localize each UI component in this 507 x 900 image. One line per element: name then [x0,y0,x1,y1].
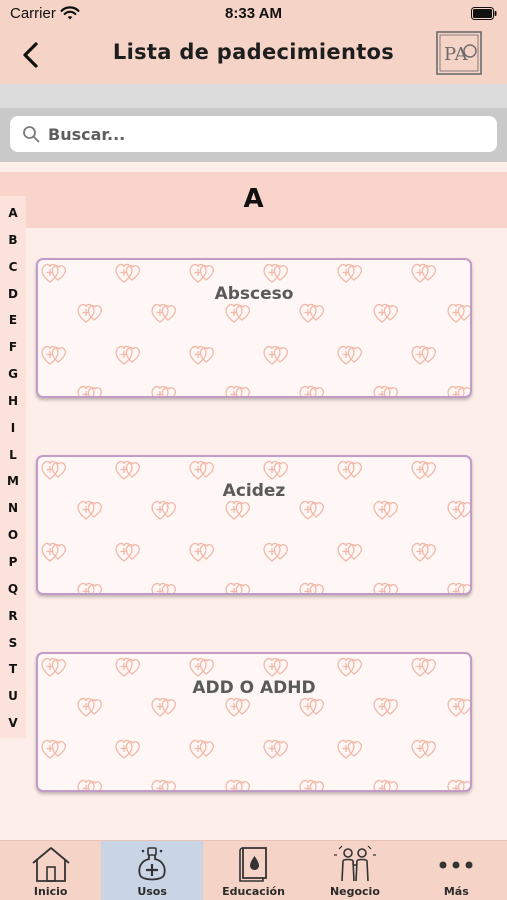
page-title: Lista de padecimientos [112,40,395,64]
index-letter-q[interactable]: Q [7,581,19,596]
index-letter-l[interactable]: L [9,447,17,462]
search-box[interactable] [10,116,497,152]
section-header: A [0,172,507,228]
index-letter-s[interactable]: S [8,635,18,650]
battery-icon [471,7,497,20]
index-letter-b[interactable]: B [8,232,18,247]
index-letter-v[interactable]: V [8,716,18,731]
status-time: 8:33 AM [225,5,282,22]
more-icon [439,861,473,869]
tab-label: Educación [222,885,285,898]
brand-logo[interactable]: PA [436,31,482,75]
condition-label: Acidez [222,481,286,501]
index-letter-o[interactable]: O [7,528,19,543]
condition-label: Absceso [214,284,294,304]
search-icon [23,126,40,143]
index-letter-u[interactable]: U [8,689,18,704]
nav-bar: Lista de padecimientos PA [0,28,507,84]
condition-label: ADD O ADHD [192,678,316,698]
index-letter-c[interactable]: C [8,259,18,274]
index-letter-m[interactable]: M [7,474,19,489]
logo-text: PA [444,44,468,65]
tab-mas[interactable]: Más [406,841,507,900]
tab-usos[interactable]: Usos [101,841,203,900]
index-letter-r[interactable]: R [8,608,18,623]
status-bar: Carrier 8:33 AM [0,0,507,28]
heart-pattern-background [38,457,470,593]
condition-card-add-adhd[interactable]: ADD O ADHD [36,652,472,792]
tab-bar: Inicio Usos Educación Negocio [0,840,507,900]
tab-inicio[interactable]: Inicio [0,841,101,900]
index-letter-h[interactable]: H [7,393,19,408]
search-area [0,108,507,162]
chevron-left-icon [23,42,38,68]
book-icon [238,847,267,882]
index-letter-a[interactable]: A [8,206,18,220]
back-button[interactable] [14,38,48,72]
index-letter-t[interactable]: T [8,662,18,677]
tab-educacion[interactable]: Educación [203,841,304,900]
divider-strip [0,84,507,108]
index-letter-i[interactable]: I [10,420,16,435]
wifi-icon [60,6,80,20]
index-letter-d[interactable]: D [8,286,18,301]
search-input[interactable] [48,124,468,144]
carrier-label: Carrier [10,5,56,22]
condition-card-absceso[interactable]: Absceso [36,258,472,398]
alphabet-index: A B C D E F G H I L M N O P Q R S T U V [0,196,26,738]
people-icon [333,845,376,882]
index-letter-e[interactable]: E [8,313,18,328]
condition-card-acidez[interactable]: Acidez [36,455,472,595]
tab-label: Usos [137,885,167,898]
index-letter-f[interactable]: F [8,340,18,355]
index-letter-p[interactable]: P [8,554,18,569]
tab-negocio[interactable]: Negocio [304,841,405,900]
heart-pattern-background [38,654,470,790]
index-letter-n[interactable]: N [7,501,19,516]
index-letter-g[interactable]: G [8,367,18,382]
tab-label: Más [443,885,469,898]
house-icon [32,847,70,882]
tab-label: Inicio [33,885,68,898]
flask-icon [138,847,166,881]
section-letter: A [243,184,264,214]
heart-pattern-background [38,260,470,396]
tab-label: Negocio [329,885,380,898]
